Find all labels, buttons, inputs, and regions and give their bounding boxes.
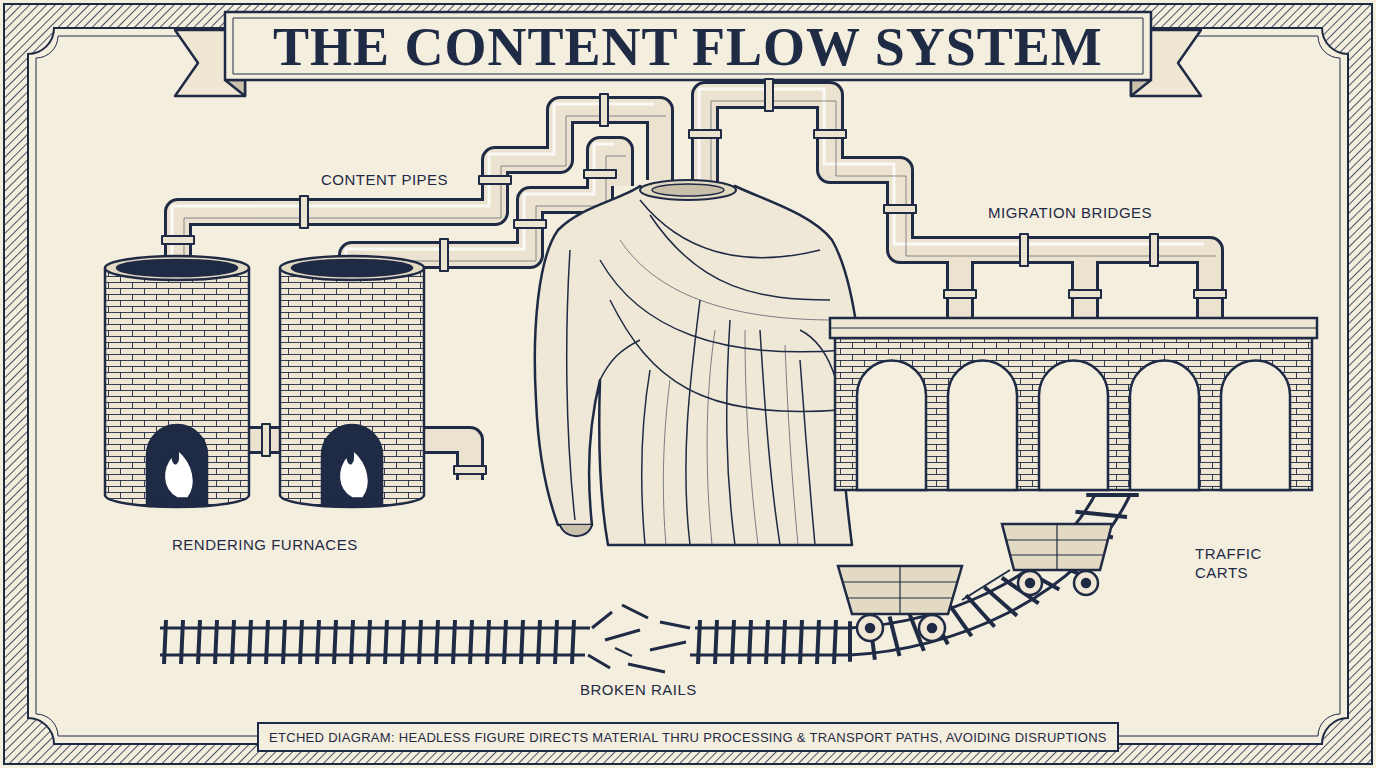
part-label: MIGRATION BRIDGES bbox=[985, 203, 1155, 224]
migration-bridges bbox=[830, 318, 1317, 490]
part-label: RENDERING FURNACES bbox=[169, 535, 361, 556]
part-label: TRAFFIC CARTS bbox=[1192, 544, 1278, 584]
part-label: BROKEN RAILS bbox=[577, 680, 700, 701]
frame-border bbox=[4, 4, 1372, 764]
broken-rail-fragments bbox=[588, 605, 690, 672]
title-text: THE CONTENT FLOW SYSTEM bbox=[273, 20, 1103, 74]
caption-text: ETCHED DIAGRAM: HEADLESS FIGURE DIRECTS … bbox=[269, 730, 1107, 745]
rail-track bbox=[160, 495, 1139, 672]
caption-box: ETCHED DIAGRAM: HEADLESS FIGURE DIRECTS … bbox=[257, 722, 1119, 752]
rendering-furnaces bbox=[105, 256, 424, 507]
title-ribbon bbox=[175, 12, 1201, 96]
headless-figure bbox=[535, 180, 863, 545]
part-label: CONTENT PIPES bbox=[318, 170, 451, 191]
traffic-carts bbox=[838, 524, 1112, 641]
